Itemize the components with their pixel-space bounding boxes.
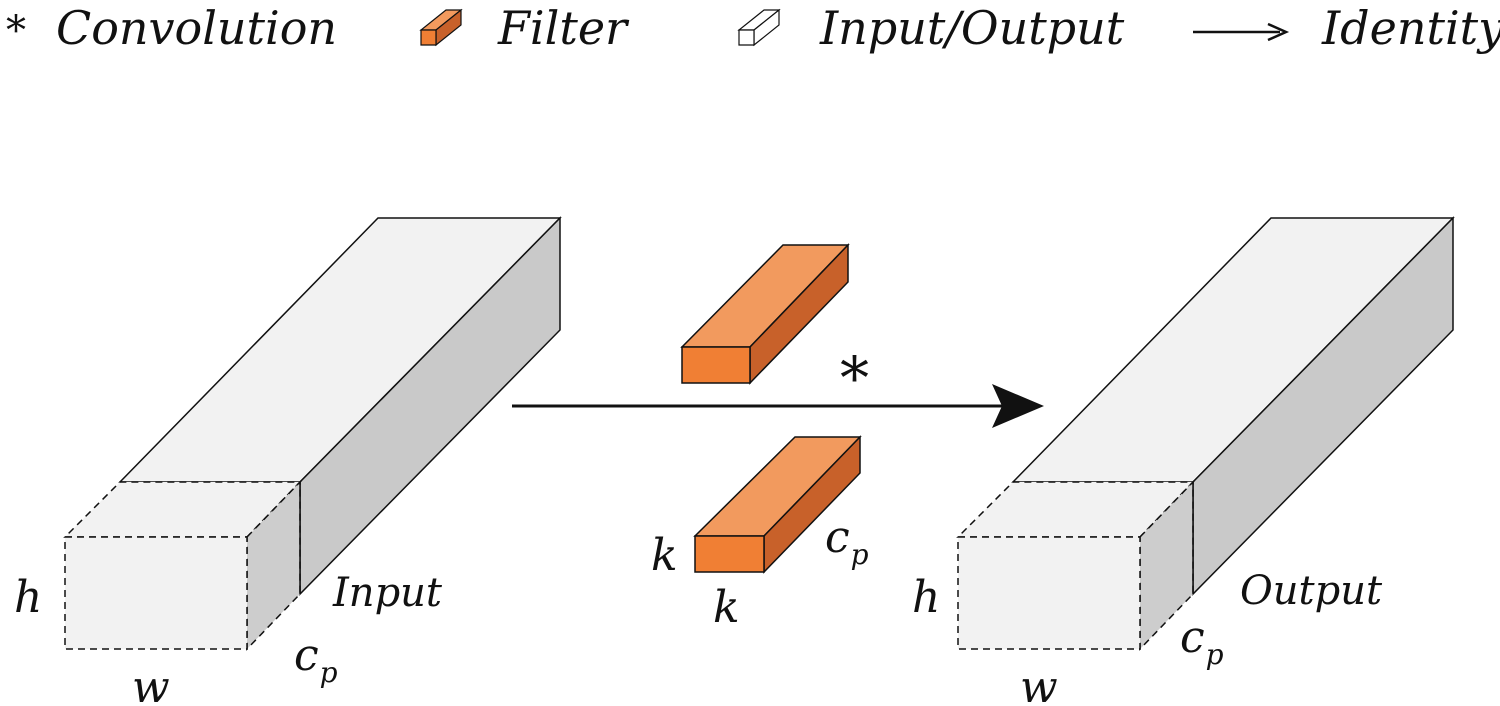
output-h-label: h — [912, 572, 940, 623]
input-c-label: cp — [294, 630, 338, 689]
legend: * Convolution Filter Input/Output Identi… — [6, 1, 1500, 55]
output-c-label: cp — [1180, 612, 1224, 671]
output-w-label: w — [1020, 662, 1058, 706]
filter-top — [680, 243, 850, 385]
input-label: Input — [332, 570, 443, 616]
input-output-swatch-icon — [737, 8, 781, 47]
legend-convolution: * Convolution — [6, 1, 337, 55]
convolution-star-icon: * — [6, 8, 26, 54]
filter-bottom — [693, 435, 862, 574]
input-h-label: h — [14, 572, 42, 623]
legend-convolution-label: Convolution — [56, 1, 337, 55]
convolution-arrowhead-icon — [992, 384, 1044, 428]
operator-star-icon: * — [840, 344, 869, 412]
filter-k-bottom-label: k — [713, 582, 740, 633]
identity-arrowhead-icon — [1267, 22, 1290, 42]
legend-identity-label: Identity — [1321, 1, 1500, 55]
output-block — [956, 216, 1455, 651]
legend-filter: Filter — [419, 1, 630, 55]
input-block — [63, 216, 562, 651]
filter-k-side-label: k — [651, 530, 678, 581]
filter-swatch-icon — [419, 8, 463, 47]
legend-filter-label: Filter — [497, 1, 630, 55]
output-label: Output — [1240, 568, 1383, 614]
filter-c-label: cp — [825, 512, 869, 571]
legend-input-output: Input/Output — [737, 1, 1125, 55]
input-w-label: w — [132, 662, 170, 706]
legend-input-output-label: Input/Output — [819, 1, 1125, 55]
legend-identity: Identity — [1193, 1, 1500, 55]
